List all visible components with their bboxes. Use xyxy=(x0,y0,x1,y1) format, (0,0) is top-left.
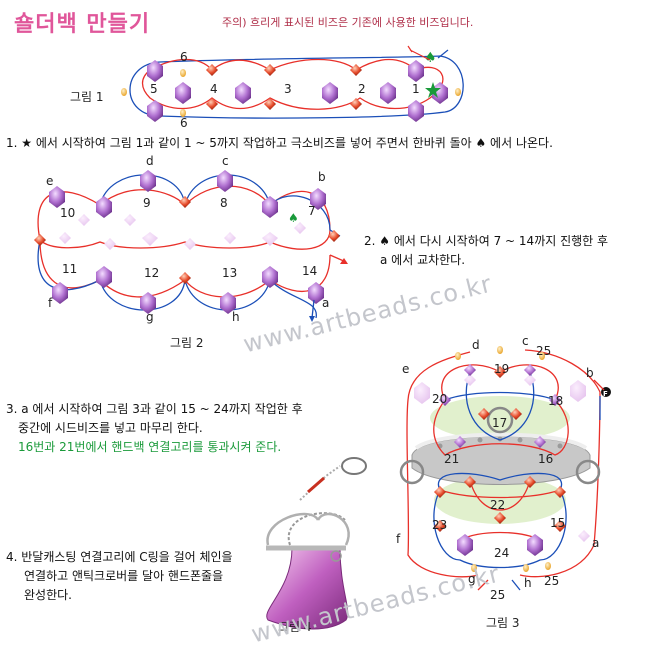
fig2-num-13: 13 xyxy=(222,266,238,280)
fig2-num-11: 11 xyxy=(62,262,78,276)
fig2-num-12: 12 xyxy=(144,266,160,280)
fig2-letter-h: h xyxy=(232,310,240,324)
step-2-line-1: 2. ♠ 에서 다시 시작하여 7 ~ 14까지 진행한 후 xyxy=(364,234,609,248)
fig3-mark-25-bottom: 25 xyxy=(490,588,506,602)
svg-text:F: F xyxy=(603,390,608,398)
fig3-num-16: 16 xyxy=(538,452,554,466)
fig3-label: 그림 3 xyxy=(486,616,520,630)
fig2-num-14: 14 xyxy=(302,264,318,278)
step-3-line-2: 중간에 시드비즈를 넣고 마무리 한다. xyxy=(18,421,203,435)
fig1-beads xyxy=(121,60,461,122)
fig3-num-17: 17 xyxy=(492,416,508,430)
fig3-num-24: 24 xyxy=(494,546,510,560)
fig3-num-18: 18 xyxy=(548,394,564,408)
bead-note: 주의) 흐리게 표시된 비즈은 기존에 사용한 비즈입니다. xyxy=(222,16,474,29)
fig2-num-9: 9 xyxy=(143,196,151,210)
fig3-letter-e: e xyxy=(402,362,410,376)
step-4-line-3: 완성한다. xyxy=(24,588,72,602)
step-3-line-1: 3. a 에서 시작하여 그림 3과 같이 15 ~ 24까지 작업한 후 xyxy=(6,402,303,416)
fig2-letter-g: g xyxy=(146,310,154,324)
fig1-num-2: 2 xyxy=(358,82,366,96)
page-title: 숄더백 만들기 xyxy=(14,12,151,37)
fig1-label: 그림 1 xyxy=(70,90,104,104)
fig2-spade-icon: ♠ xyxy=(288,211,299,225)
fig2-letter-e: e xyxy=(46,174,54,188)
fig3-num-19: 19 xyxy=(494,362,510,376)
fig1-num-1: 1 xyxy=(412,82,420,96)
fig1-num-5: 5 xyxy=(150,82,158,96)
fig4-label: 그림 4 xyxy=(278,620,312,634)
fig3-letter-b: b xyxy=(586,366,594,380)
fig1-star-icon xyxy=(425,82,441,98)
fig3-mark-25-right: 25 xyxy=(544,574,560,588)
fig2-letter-d: d xyxy=(146,154,154,168)
step-4-line-1: 4. 반달캐스팅 연결고리에 C링을 걸어 체인을 xyxy=(6,550,233,564)
fig2-letter-c: c xyxy=(222,154,229,168)
fig3-letter-c: c xyxy=(522,334,529,348)
fig1-mark-top: 6 xyxy=(180,50,188,64)
fig3-num-23: 23 xyxy=(432,518,448,532)
step-1-text: 1. ★ 에서 시작하여 그림 1과 같이 1 ~ 5까지 작업하고 극소비즈를… xyxy=(6,136,553,150)
fig3-num-15: 15 xyxy=(550,516,566,530)
step-3-line-3: 16번과 21번에서 핸드백 연결고리를 통과시켜 준다. xyxy=(18,440,282,454)
fig1-num-3: 3 xyxy=(284,82,292,96)
fig2-label: 그림 2 xyxy=(170,336,204,350)
fig3-letter-f: f xyxy=(396,532,401,546)
fig2-letter-f: f xyxy=(48,296,53,310)
fig2-num-10: 10 xyxy=(60,206,76,220)
fig3-num-21: 21 xyxy=(444,452,460,466)
fig3-num-22: 22 xyxy=(490,498,506,512)
fig2-letter-a: a xyxy=(322,296,330,310)
fig2-num-8: 8 xyxy=(220,196,228,210)
fig3-letter-d: d xyxy=(472,338,480,352)
fig3-mark-25-top: 25 xyxy=(536,344,552,358)
fig3-letter-g: g xyxy=(468,572,476,586)
fig2-letter-b: b xyxy=(318,170,326,184)
fig3-num-20: 20 xyxy=(432,392,448,406)
fig3-letter-a: a xyxy=(592,536,600,550)
fig1-num-4: 4 xyxy=(210,82,218,96)
step-2-line-2: a 에서 교차한다. xyxy=(380,253,466,267)
step-4-line-2: 연결하고 앤틱크로버를 달아 핸드폰줄을 xyxy=(24,569,224,583)
fig2-num-7: 7 xyxy=(308,204,316,218)
fig1-mark-bottom: 6 xyxy=(180,116,188,130)
fig1-spade-icon: ♠ xyxy=(424,50,437,66)
fig3-letter-h: h xyxy=(524,576,532,590)
